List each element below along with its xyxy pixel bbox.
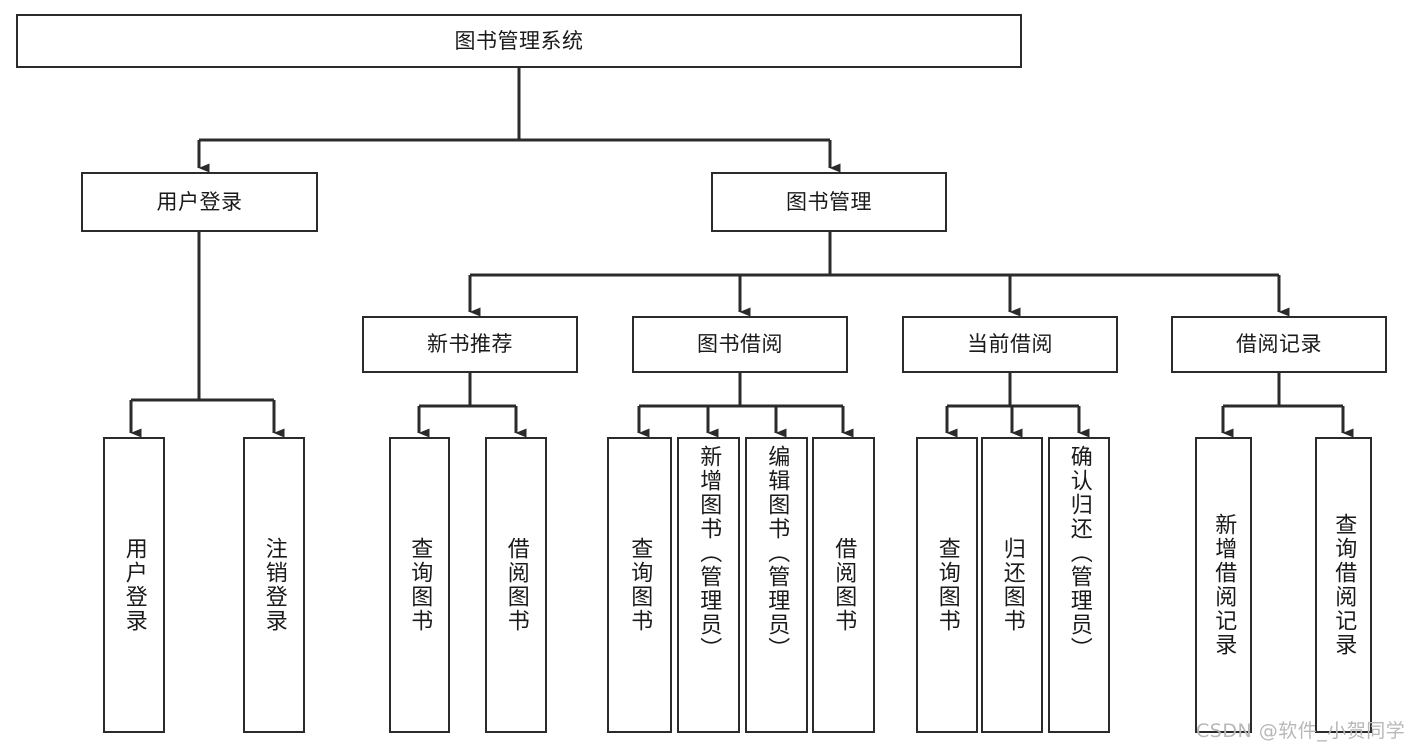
node-leaf-query-book-1[interactable]: 查询图书 bbox=[389, 437, 450, 733]
node-leaf-add-book-admin[interactable]: 新增图书（管理员） bbox=[677, 437, 740, 733]
node-leaf-borrow-book-2[interactable]: 借阅图书 bbox=[812, 437, 875, 733]
node-leaf-add-borrow-record-label: 新增借阅记录 bbox=[1211, 513, 1237, 657]
node-leaf-confirm-return-admin-label: 确认归还（管理员） bbox=[1066, 445, 1092, 661]
node-current-borrow[interactable]: 当前借阅 bbox=[902, 316, 1118, 373]
node-leaf-edit-book-admin-label: 编辑图书（管理员） bbox=[764, 445, 790, 661]
node-new-book-recommend[interactable]: 新书推荐 bbox=[362, 316, 578, 373]
node-user-login-label: 用户登录 bbox=[156, 189, 243, 214]
node-leaf-query-book-2-label: 查询图书 bbox=[627, 537, 653, 633]
node-leaf-query-book-3[interactable]: 查询图书 bbox=[916, 437, 978, 733]
node-book-borrow-label: 图书借阅 bbox=[697, 332, 783, 357]
node-leaf-query-book-1-label: 查询图书 bbox=[407, 537, 433, 633]
node-user-login[interactable]: 用户登录 bbox=[81, 172, 318, 232]
node-borrow-record-label: 借阅记录 bbox=[1236, 332, 1322, 357]
node-new-book-recommend-label: 新书推荐 bbox=[427, 332, 513, 357]
node-leaf-query-borrow-record-label: 查询借阅记录 bbox=[1331, 513, 1357, 657]
node-book-borrow[interactable]: 图书借阅 bbox=[632, 316, 848, 373]
node-current-borrow-label: 当前借阅 bbox=[967, 332, 1053, 357]
node-leaf-user-login[interactable]: 用户登录 bbox=[103, 437, 165, 733]
node-leaf-borrow-book-1[interactable]: 借阅图书 bbox=[485, 437, 547, 733]
node-leaf-return-book[interactable]: 归还图书 bbox=[981, 437, 1043, 733]
node-root-label: 图书管理系统 bbox=[454, 28, 584, 53]
node-leaf-query-book-3-label: 查询图书 bbox=[934, 537, 960, 633]
node-leaf-user-logout-label: 注销登录 bbox=[261, 537, 287, 633]
node-leaf-query-borrow-record[interactable]: 查询借阅记录 bbox=[1315, 437, 1372, 733]
node-leaf-user-logout[interactable]: 注销登录 bbox=[243, 437, 305, 733]
node-book-manage-label: 图书管理 bbox=[786, 189, 872, 214]
node-leaf-user-login-label: 用户登录 bbox=[121, 537, 147, 633]
node-leaf-edit-book-admin[interactable]: 编辑图书（管理员） bbox=[745, 437, 808, 733]
node-borrow-record[interactable]: 借阅记录 bbox=[1171, 316, 1387, 373]
node-leaf-borrow-book-1-label: 借阅图书 bbox=[503, 537, 529, 633]
node-book-manage[interactable]: 图书管理 bbox=[711, 172, 947, 232]
node-root[interactable]: 图书管理系统 bbox=[16, 14, 1022, 68]
node-leaf-confirm-return-admin[interactable]: 确认归还（管理员） bbox=[1048, 437, 1110, 733]
node-leaf-return-book-label: 归还图书 bbox=[999, 537, 1025, 633]
watermark: CSDN @软件_小贺同学 bbox=[1196, 720, 1405, 742]
node-leaf-borrow-book-2-label: 借阅图书 bbox=[831, 537, 857, 633]
node-leaf-add-borrow-record[interactable]: 新增借阅记录 bbox=[1195, 437, 1252, 733]
node-leaf-query-book-2[interactable]: 查询图书 bbox=[607, 437, 672, 733]
node-leaf-add-book-admin-label: 新增图书（管理员） bbox=[696, 445, 722, 661]
